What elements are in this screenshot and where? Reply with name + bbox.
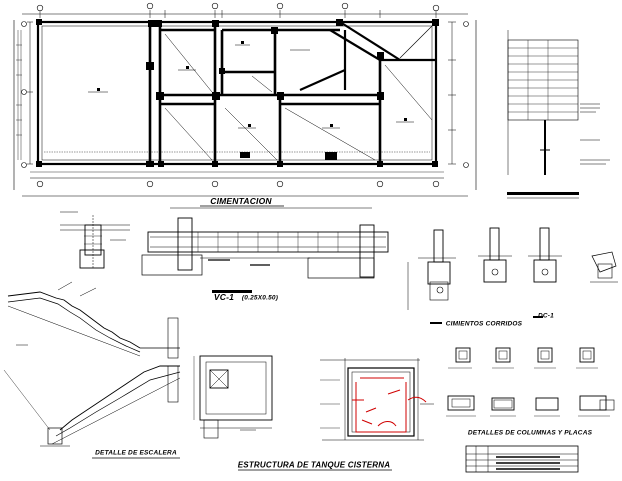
title-beam-vc1-dims: (0.25X0.50)	[241, 294, 279, 302]
foundation-plan	[13, 2, 477, 197]
column-plate-details	[446, 347, 615, 417]
beam-vc1-elevation	[141, 207, 389, 293]
stair-detail	[3, 281, 181, 447]
title-cimentacion: CIMENTACION	[210, 196, 272, 206]
strip-footings-details	[407, 227, 618, 324]
title-estructura-tanque: ESTRUCTURA DE TANQUE CISTERNA	[237, 460, 391, 470]
right-legend-strip	[507, 30, 610, 199]
cistern-tank-plan	[193, 355, 273, 439]
title-beam-vc1: VC-1	[213, 292, 235, 302]
title-detalles-columnas: DETALLES DE COLUMNAS Y PLACAS	[467, 429, 593, 437]
label-dc1: DC-1	[538, 312, 554, 320]
footing-section-detail	[60, 211, 130, 269]
title-underlines	[92, 205, 392, 471]
title-detalle-escalera: DETALLE DE ESCALERA	[95, 449, 177, 457]
tank-rebar-red	[352, 377, 427, 433]
title-cimientos-corridos: CIMIENTOS CORRIDOS	[445, 320, 523, 328]
spec-table	[465, 445, 579, 473]
cistern-tank-section	[320, 358, 434, 441]
